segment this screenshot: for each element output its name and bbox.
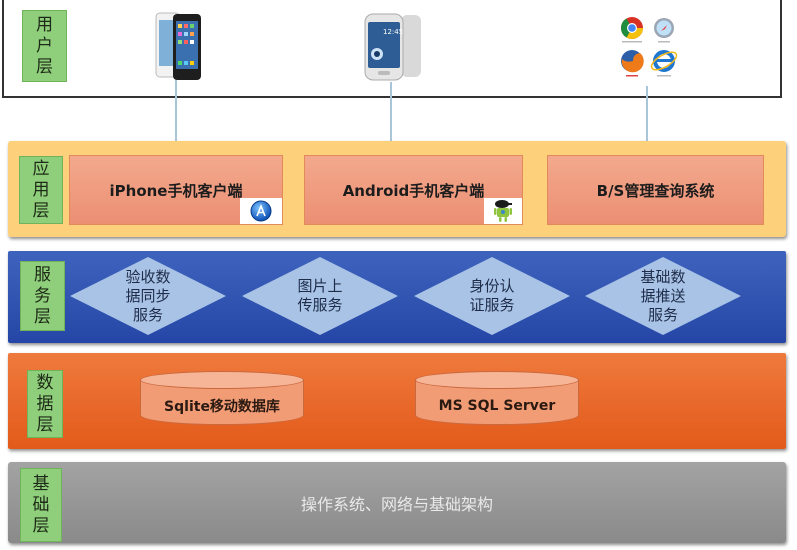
service-text: 据同步 [125, 286, 171, 305]
android-phone-icon: 12:45 [363, 12, 423, 82]
user-layer: 用 户 层 12:45 [2, 0, 782, 98]
label-char: 应 [32, 158, 50, 179]
label-char: 层 [34, 306, 51, 327]
label-char: 户 [36, 35, 53, 56]
service-diamond: 身份认 证服务 [414, 257, 570, 335]
service-diamond: 验收数 据同步 服务 [70, 257, 226, 335]
chrome-icon [621, 17, 643, 39]
bs-system-box: B/S管理查询系统 [547, 155, 764, 225]
base-layer-label: 基 础 层 [20, 468, 62, 542]
label-char: 层 [36, 414, 54, 435]
connector-line [390, 82, 392, 142]
iphone-icon [155, 12, 203, 80]
service-diamond: 基础数 据推送 服务 [585, 257, 741, 335]
firefox-icon [621, 50, 644, 73]
service-text: 服务 [647, 305, 678, 324]
safari-icon [654, 18, 674, 38]
database-label: Sqlite移动数据库 [164, 399, 280, 415]
svg-text:12:45: 12:45 [383, 28, 403, 36]
service-layer: 服 务 层 验收数 据同步 服务 图片上 传服务 身份认 证服务 基础数 据推送… [8, 251, 786, 343]
user-layer-label: 用 户 层 [22, 10, 67, 82]
label-char: 础 [32, 494, 50, 515]
label-char: 用 [32, 179, 50, 200]
ie-icon [650, 50, 678, 72]
label-char: 务 [34, 285, 51, 306]
label-char: 层 [32, 515, 50, 536]
iphone-client-box: iPhone手机客户端 [69, 155, 283, 225]
browsers-icon [618, 14, 684, 86]
label-char: 服 [34, 264, 51, 285]
service-text: 验收数 [125, 267, 171, 286]
label-char: 层 [32, 200, 50, 221]
service-diamond: 图片上 传服务 [242, 257, 398, 335]
app-layer-label: 应 用 层 [19, 156, 63, 224]
service-text: 传服务 [297, 296, 343, 314]
app-store-icon [240, 198, 282, 224]
service-text: 服务 [132, 305, 163, 324]
base-layer: 基 础 层 操作系统、网络与基础架构 [8, 462, 786, 543]
connector-line [175, 80, 177, 142]
database-label: MS SQL Server [438, 398, 556, 414]
app-layer: 应 用 层 iPhone手机客户端 Android手机客户端 [8, 141, 786, 237]
label-char: 层 [36, 56, 53, 77]
connector-line [646, 86, 648, 142]
label-char: 数 [36, 372, 54, 393]
label-char: 基 [32, 473, 50, 494]
service-text: 身份认 [469, 277, 515, 295]
service-text: 证服务 [469, 296, 515, 314]
database-cylinder: MS SQL Server [415, 371, 579, 431]
label-char: 用 [36, 14, 53, 35]
service-text: 据推送 [640, 286, 686, 305]
data-layer: 数 据 层 Sqlite移动数据库 MS SQL Server [8, 353, 786, 449]
service-layer-label: 服 务 层 [20, 261, 65, 331]
data-layer-label: 数 据 层 [27, 370, 63, 438]
android-client-label: Android手机客户端 [342, 181, 485, 200]
iphone-client-label: iPhone手机客户端 [109, 181, 243, 200]
bs-system-label: B/S管理查询系统 [596, 181, 715, 200]
base-layer-text: 操作系统、网络与基础架构 [300, 494, 493, 514]
android-robot-icon [484, 198, 522, 224]
service-text: 图片上 [297, 277, 343, 295]
android-client-box: Android手机客户端 [304, 155, 523, 225]
database-cylinder: Sqlite移动数据库 [140, 371, 304, 431]
label-char: 据 [36, 393, 54, 414]
service-text: 基础数 [640, 267, 686, 286]
